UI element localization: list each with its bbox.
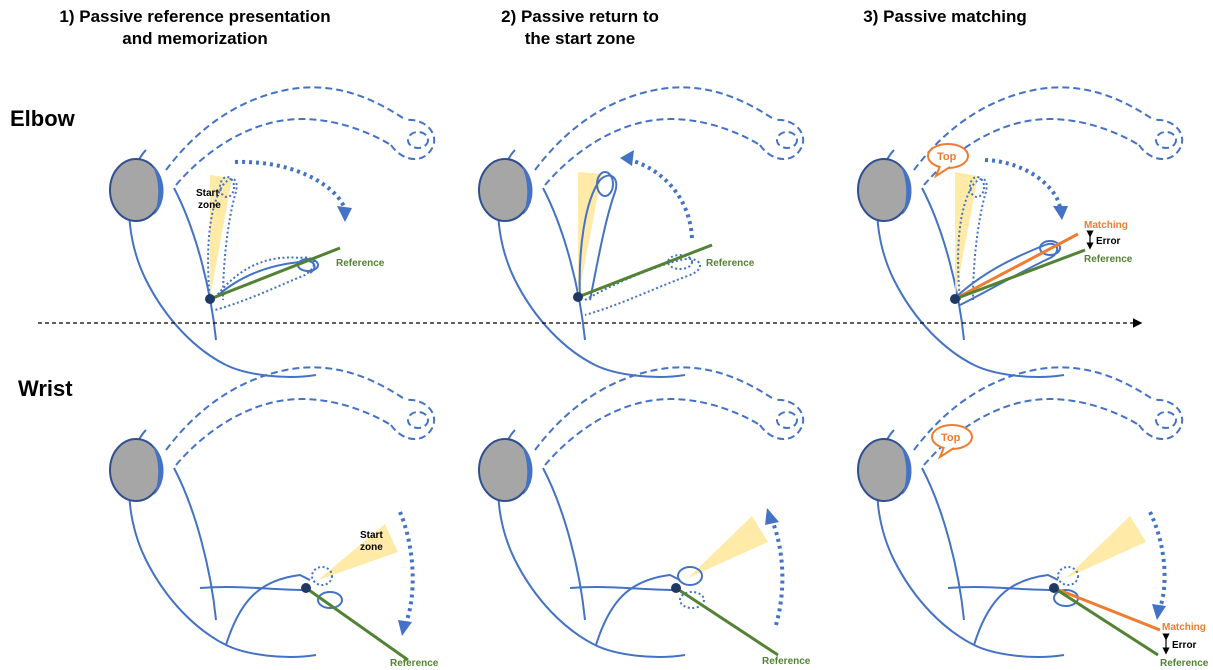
row-label-elbow: Elbow: [10, 106, 75, 131]
start-zone-wedge: [688, 516, 768, 578]
wrist-panel-1: Start zone Reference: [109, 366, 439, 669]
reference-line: [1053, 586, 1159, 657]
wrist-joint: [1049, 583, 1059, 593]
reference-label: Reference: [1160, 658, 1209, 669]
wrist-panel-3: Top Matching Error Reference: [857, 366, 1209, 669]
column-title-1-line1: 1) Passive reference presentation: [59, 7, 331, 26]
error-label: Error: [1096, 236, 1121, 247]
row-label-wrist: Wrist: [18, 376, 73, 401]
column-title-2-line1: 2) Passive return to: [501, 7, 659, 26]
matching-label: Matching: [1084, 220, 1128, 231]
reference-line: [954, 248, 1086, 301]
start-zone-wedge: [1066, 516, 1146, 578]
reference-label: Reference: [336, 258, 385, 269]
column-title-2: 2) Passive return to the start zone: [470, 6, 690, 50]
wrist-panel-2: Reference: [478, 366, 811, 667]
column-title-1: 1) Passive reference presentation and me…: [10, 6, 380, 50]
reference-label: Reference: [706, 258, 755, 269]
reference-line: [675, 586, 779, 657]
reference-line: [209, 246, 341, 301]
top-cue-bubble: Top: [931, 424, 973, 460]
matching-line: [1053, 586, 1161, 632]
start-zone-wedge: [210, 175, 232, 298]
top-cue-label: Top: [941, 432, 961, 444]
reference-label: Reference: [1084, 254, 1133, 265]
start-zone-wedge: [955, 172, 978, 298]
column-title-3: 3) Passive matching: [845, 6, 1045, 28]
elbow-panel-3: Top Matching Error Reference: [857, 86, 1184, 378]
top-cue-bubble: Top: [927, 143, 969, 179]
reference-line: [305, 586, 409, 662]
start-zone-label: Start: [360, 530, 383, 541]
wrist-joint: [301, 583, 311, 593]
reference-line: [577, 243, 713, 299]
start-zone-wedge: [318, 524, 398, 580]
start-zone-label-2: zone: [360, 542, 383, 553]
reference-label: Reference: [762, 656, 811, 667]
column-title-2-line2: the start zone: [524, 29, 636, 48]
elbow-joint: [205, 294, 215, 304]
error-label: Error: [1172, 640, 1197, 651]
matching-line: [954, 232, 1079, 301]
column-title-1-line2: and memorization: [122, 29, 268, 48]
start-zone-wedge: [578, 172, 602, 298]
reference-label: Reference: [390, 658, 439, 669]
top-cue-label: Top: [937, 151, 957, 163]
elbow-panel-1: Start zone Reference: [109, 86, 436, 378]
start-zone-label: Start: [196, 188, 219, 199]
start-zone-label-2: zone: [198, 200, 221, 211]
elbow-joint: [573, 292, 583, 302]
elbow-panel-2: Reference: [478, 86, 805, 378]
column-title-3-line1: 3) Passive matching: [863, 7, 1027, 26]
wrist-joint: [671, 583, 681, 593]
elbow-joint: [950, 294, 960, 304]
matching-label: Matching: [1162, 622, 1206, 633]
